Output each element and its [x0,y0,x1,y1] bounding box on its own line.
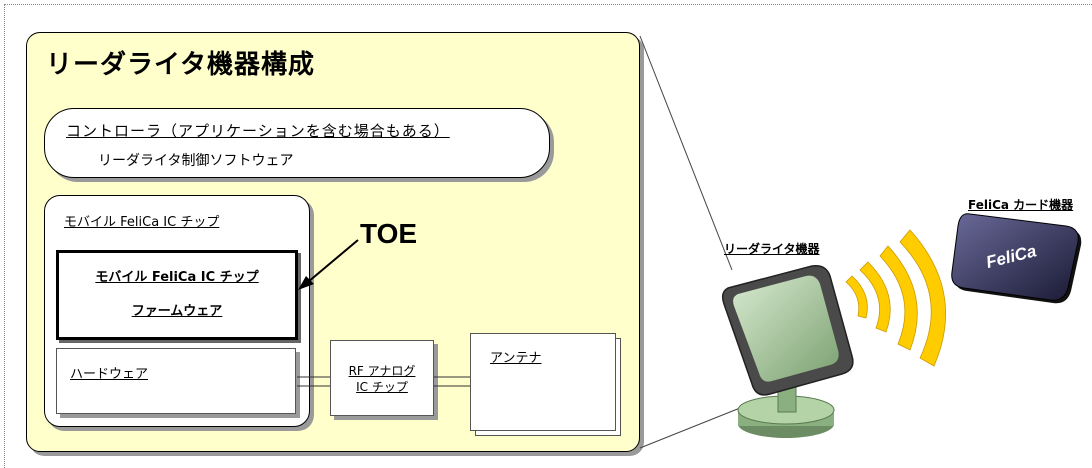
radio-waves-icon [845,229,946,367]
rf-analog-chip-box [330,340,434,416]
reader-writer-label: リーダライタ機器 [724,242,820,256]
toe-pointer-arrow [298,239,359,290]
controller-title: コントローラ（アプリケーションを含む場合もある） [66,122,450,140]
controller-subtitle: リーダライタ制御ソフトウェア [98,153,294,169]
diagram-title: リーダライタ機器構成 [46,50,315,80]
rf-chip-label-line1: RF アナログ [348,364,416,378]
rf-antenna-connector [434,376,470,387]
zoom-lines [639,35,741,449]
outer-dotted-frame [4,4,1092,468]
felica-card-illustration [951,213,1082,304]
hardware-box [56,348,296,414]
firmware-label-line2: ファームウェア [131,304,223,319]
firmware-box [56,250,298,340]
antenna-label: アンテナ [490,351,542,366]
rf-chip-label-line2: IC チップ [356,380,408,394]
mobile-chip-title: モバイル FeliCa IC チップ [64,215,220,230]
antenna-box [470,333,616,431]
felica-card-label: FeliCa カード機器 [968,198,1074,212]
hardware-label: ハードウェア [70,367,149,382]
hardware-rf-connector [297,376,330,387]
toe-label: TOE [360,218,418,249]
firmware-label-line1: モバイル FeliCa IC チップ [95,270,259,285]
reader-writer-device-illustration [721,264,854,438]
controller-box [44,108,550,178]
